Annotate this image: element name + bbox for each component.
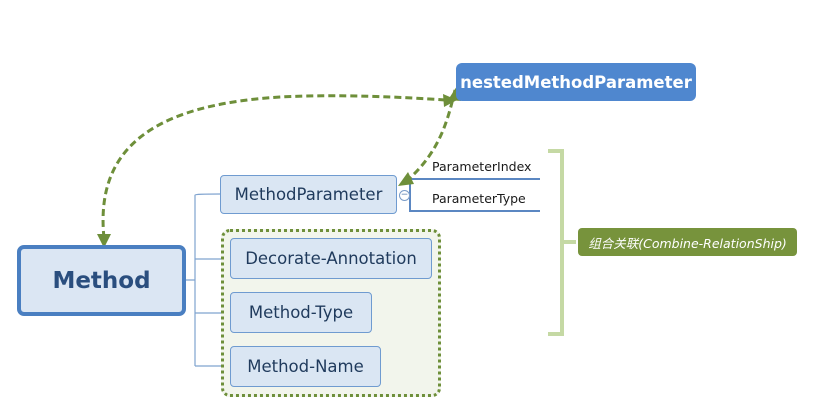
relationship-label[interactable]: 组合关联(Combine-RelationShip) [578, 228, 797, 256]
arrowhead-method-top [97, 234, 111, 248]
dashed-arrow-nested-parameter [408, 89, 457, 180]
dashed-arrow-method-nested [101, 94, 447, 239]
leaf-parameter-type[interactable]: ParameterType [432, 191, 526, 206]
connector-root-trunk [186, 195, 196, 366]
connector-methodparameter [194, 193, 221, 196]
arrowhead-methodparameter [398, 172, 414, 186]
root-node-method[interactable]: Method [17, 245, 186, 316]
node-nested-method-parameter[interactable]: nestedMethodParameter [456, 63, 696, 101]
relationship-bracket [548, 149, 576, 336]
node-method-parameter[interactable]: MethodParameter [220, 175, 397, 214]
leaf-parameter-index[interactable]: ParameterIndex [432, 159, 532, 174]
arrowhead-nested-left [443, 94, 457, 107]
node-decorate-annotation[interactable]: Decorate-Annotation [230, 238, 432, 279]
collapse-toggle-icon[interactable]: − [399, 190, 410, 201]
connector-parameter-type [409, 195, 540, 212]
node-method-name[interactable]: Method-Name [230, 346, 381, 387]
node-method-type[interactable]: Method-Type [230, 292, 372, 333]
